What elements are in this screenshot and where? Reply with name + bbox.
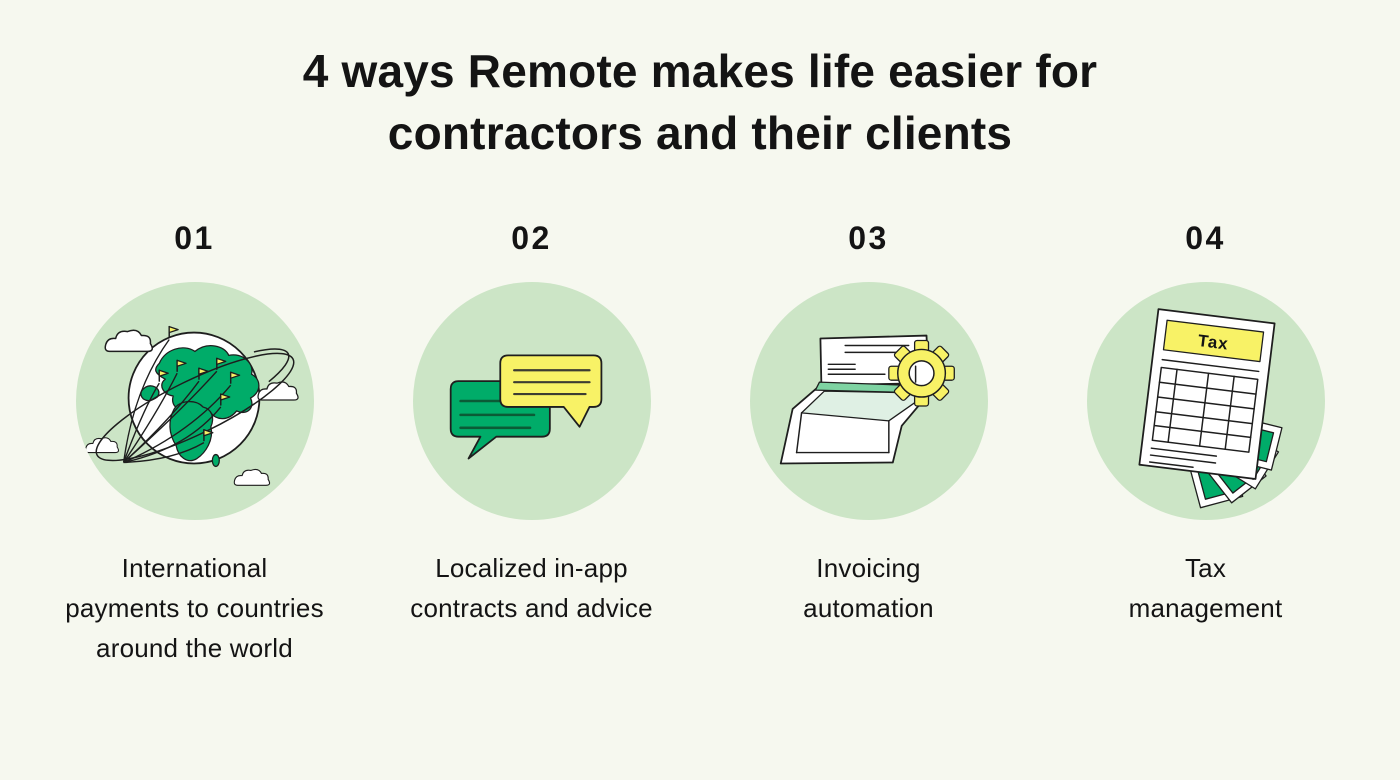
- feature-item-1: 01: [26, 220, 363, 668]
- feature-caption-4: Tax management: [1128, 553, 1283, 623]
- feature-item-2: 02 Localized i: [363, 220, 700, 668]
- feature-circle-3: [749, 282, 988, 520]
- invoice-automation-gear-icon: [779, 334, 955, 465]
- feature-number-3: 03: [848, 220, 889, 256]
- yellow-chat-bubble: [498, 354, 602, 428]
- feature-circle-2: [412, 282, 651, 520]
- gear-icon: [887, 339, 955, 407]
- globe: [127, 331, 260, 468]
- tax-table-grid: [1151, 366, 1259, 453]
- invoice-tray: [779, 381, 934, 465]
- feature-circle-1: [75, 282, 314, 520]
- destination-flags: [158, 325, 240, 442]
- feature-item-4: 04: [1037, 220, 1374, 668]
- feature-item-3: 03: [700, 220, 1037, 668]
- features-grid: 01: [26, 220, 1374, 668]
- feature-number-1: 01: [174, 220, 215, 256]
- tax-document: Tax: [1137, 308, 1276, 480]
- feature-number-4: 04: [1185, 220, 1226, 256]
- page-title: 4 ways Remote makes life easier for cont…: [302, 45, 1098, 159]
- feature-circle-4: Tax: [1086, 282, 1325, 520]
- infographic-page: 4 ways Remote makes life easier for cont…: [0, 40, 1400, 780]
- feature-caption-3: Invoicing automation: [803, 553, 934, 623]
- tax-documents-icon: Tax: [1137, 308, 1283, 509]
- clouds: [84, 329, 299, 486]
- feature-caption-1: International payments to countries arou…: [65, 553, 324, 663]
- tax-header-band: [1162, 319, 1264, 363]
- globe-international-payments-icon: [84, 325, 299, 486]
- tax-label: Tax: [1196, 331, 1229, 354]
- feature-number-2: 02: [511, 220, 552, 256]
- feature-caption-2: Localized in-app contracts and advice: [410, 553, 653, 623]
- chat-bubbles-icon: [449, 354, 602, 460]
